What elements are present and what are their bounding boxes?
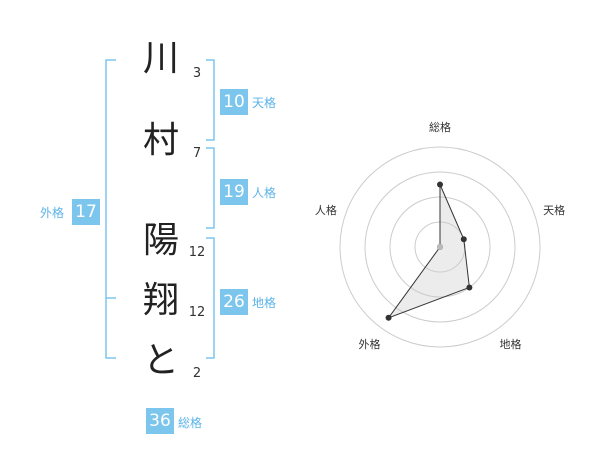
radar-axis-label-3: 地格 xyxy=(500,337,522,351)
gai-value-box: 17 xyxy=(72,199,100,225)
name-char-2: 村 xyxy=(142,120,179,161)
jin-value-box: 19 xyxy=(220,179,248,205)
gai-label: 外格 xyxy=(40,206,65,220)
ten-label: 天格 xyxy=(252,96,277,110)
gai-bracket xyxy=(105,59,116,359)
name-char-1: 川 xyxy=(142,38,179,79)
stroke-count-1: 3 xyxy=(192,66,202,81)
stroke-count-3: 12 xyxy=(188,245,206,260)
jin-bracket xyxy=(206,147,215,229)
radar-polygon xyxy=(387,184,470,319)
radar-center-dot xyxy=(437,244,443,250)
radar-axis-label-2: 天格 xyxy=(543,203,565,217)
radar-axis-label-4: 外格 xyxy=(358,337,380,351)
radar-ring-3 xyxy=(364,171,516,323)
radar-axis-label-1: 総格 xyxy=(429,120,451,134)
radar-point-1 xyxy=(437,181,443,188)
name-char-4: 翔 xyxy=(142,280,179,321)
stroke-count-4: 12 xyxy=(188,305,206,320)
so-value-box: 36 xyxy=(146,408,174,434)
jin-label: 人格 xyxy=(252,186,277,200)
so-label: 総格 xyxy=(178,416,203,430)
stroke-count-2: 7 xyxy=(192,146,202,161)
stroke-count-5: 2 xyxy=(192,366,202,381)
name-char-3: 陽 xyxy=(142,220,179,261)
chi-value-box: 26 xyxy=(220,289,248,315)
radar-point-3 xyxy=(466,284,473,291)
chi-bracket xyxy=(206,237,215,359)
ten-value-box: 10 xyxy=(220,89,248,115)
name-char-5: と xyxy=(142,340,179,381)
chi-label: 地格 xyxy=(252,296,277,310)
radar-ring-4 xyxy=(339,146,541,348)
radar-point-4 xyxy=(385,314,392,321)
radar-axis-label-5: 人格 xyxy=(315,203,337,217)
radar-point-2 xyxy=(460,236,467,243)
ten-bracket xyxy=(206,59,215,141)
